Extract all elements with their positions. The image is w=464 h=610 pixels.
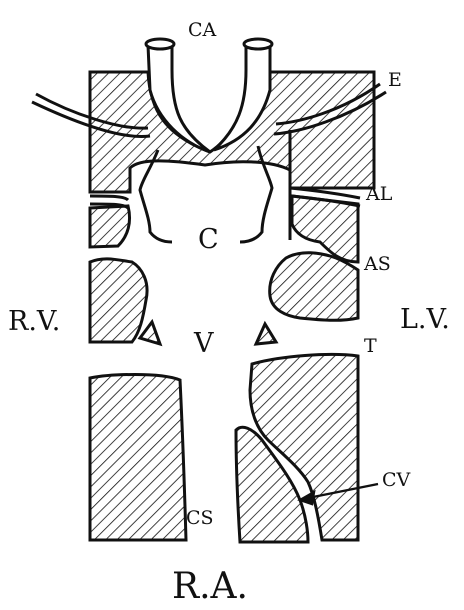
label-e: E	[388, 69, 402, 91]
label-t: T	[364, 335, 377, 357]
label-ca: CA	[188, 19, 217, 41]
label-as: AS	[363, 253, 391, 275]
small-septal-fragment-right	[256, 324, 276, 344]
label-ra: R.A.	[172, 566, 248, 607]
left-ventricular-wall	[270, 253, 358, 321]
label-cv: CV	[382, 469, 411, 491]
label-v: V	[193, 328, 214, 359]
right-ventricular-wall	[90, 259, 147, 342]
label-al: AL	[365, 183, 393, 205]
label-rv: R.V.	[8, 306, 60, 337]
label-lv: L.V.	[400, 304, 450, 335]
label-c: C	[198, 224, 219, 255]
right-atrial-band	[90, 206, 130, 247]
label-cs: CS	[186, 507, 214, 529]
lower-right-block	[90, 375, 186, 541]
small-septal-fragment-left	[140, 322, 160, 344]
